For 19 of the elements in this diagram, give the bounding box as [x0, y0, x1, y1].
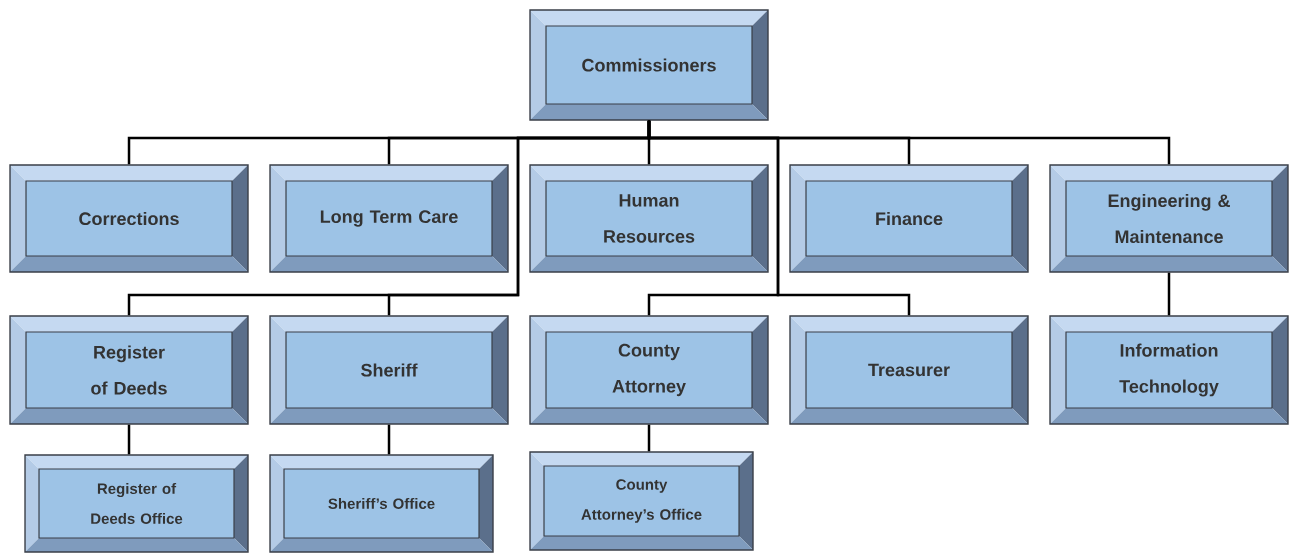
bevel-box: County Attorney — [529, 315, 769, 425]
bevel-box: Finance — [789, 164, 1029, 273]
connector-line — [647, 120, 911, 316]
bevel-box: Corrections — [9, 164, 249, 273]
connector-line — [647, 424, 651, 452]
connector-line — [387, 424, 391, 455]
bevel-box: Register of Deeds Office — [24, 454, 249, 553]
bevel-box: Commissioners — [529, 9, 769, 121]
bevel-box: County Attorney’s Office — [529, 451, 754, 551]
bevel-box: Long Term Care — [269, 164, 509, 273]
bevel-box: Treasurer — [789, 315, 1029, 425]
bevel-box: Human Resources — [529, 164, 769, 273]
bevel-box: Sheriff — [269, 315, 509, 425]
connector-line — [127, 424, 131, 455]
bevel-box: Register of Deeds — [9, 315, 249, 425]
bevel-box: Information Technology — [1049, 315, 1289, 425]
bevel-box: Engineering & Maintenance — [1049, 164, 1289, 273]
connector-line — [1167, 272, 1171, 316]
bevel-box: Sheriff’s Office — [269, 454, 494, 553]
